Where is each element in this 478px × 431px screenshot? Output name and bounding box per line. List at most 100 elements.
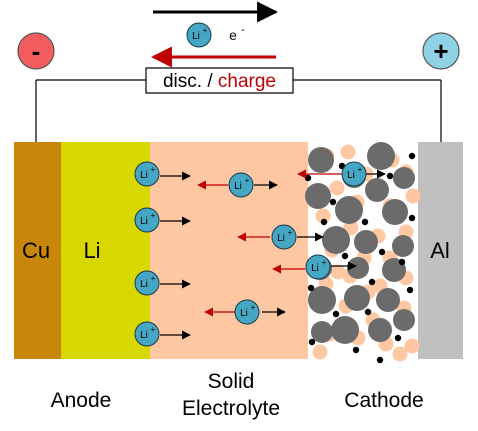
cathode-caption: Cathode (344, 389, 423, 412)
li-ion-charge: + (245, 176, 250, 185)
carbon-additive-dot (320, 218, 328, 226)
active-material-particle (368, 318, 392, 342)
electrolyte-grain (404, 338, 420, 354)
carbon-additive-dot (307, 284, 315, 292)
li-ion-label: Li (140, 216, 148, 227)
aluminum-label: Al (430, 238, 450, 263)
active-material-particle (344, 285, 370, 311)
active-material-particle (365, 178, 389, 202)
li-ion-label: Li (277, 233, 285, 244)
carbon-additive-dot (352, 346, 360, 354)
charge-label: charge (218, 71, 276, 92)
li-ion-label: Li (140, 279, 148, 290)
aluminum-current-collector (418, 142, 463, 359)
li-ion-charge: + (288, 228, 293, 237)
carbon-additive-dot (398, 258, 406, 266)
ion-migration: Li+Li+Li+Li+Li+Li+Li+Li+Li+ (134, 161, 386, 347)
carbon-additive-dot (376, 356, 384, 364)
li-ion: Li+ (134, 207, 160, 233)
negative-terminal-label: - (32, 36, 41, 66)
carbon-additive-dot (364, 308, 372, 316)
lithium-anode-layer (61, 142, 150, 359)
active-material-particle (392, 235, 414, 257)
carbon-additive-dot (408, 214, 416, 222)
carbon-additive-dot (361, 218, 369, 226)
carbon-additive-dot (368, 278, 376, 286)
li-ion-charge: + (151, 211, 156, 220)
carbon-additive-dot (408, 152, 416, 160)
external-circuit-wire (35, 79, 442, 142)
li-ion-charge: + (151, 165, 156, 174)
electrolyte-grain (392, 346, 408, 362)
active-material-particle (367, 142, 395, 170)
active-material-particle (308, 286, 336, 314)
legend-li-ion-label: Li (192, 31, 200, 42)
electrolyte-grain (405, 188, 421, 204)
lithium-label: Li (83, 238, 100, 263)
li-ion: Li+ (271, 224, 297, 250)
li-ion-label: Li (234, 181, 242, 192)
li-ion: Li+ (234, 299, 260, 325)
li-ion-charge: + (322, 258, 327, 267)
positive-terminal-label: + (433, 36, 448, 66)
electrolyte-caption-line2: Electrolyte (182, 397, 280, 420)
li-ion: Li+ (134, 321, 160, 347)
li-ion-charge: + (151, 274, 156, 283)
legend-li-ion-charge: + (203, 26, 208, 35)
li-ion: Li+ (305, 254, 331, 280)
legend-electron-charge: - (241, 24, 245, 36)
carbon-additive-dot (378, 248, 386, 256)
li-ion-label: Li (140, 330, 148, 341)
negative-terminal: - (17, 32, 55, 70)
li-ion: Li+ (134, 270, 160, 296)
discharge-label: disc. (163, 71, 202, 92)
electrolyte-caption-line1: Solid (208, 370, 255, 393)
active-material-particle (347, 257, 369, 279)
active-material-particle (311, 321, 333, 343)
positive-terminal: + (422, 32, 460, 70)
li-ion: Li+ (341, 161, 367, 187)
electrolyte-grain (330, 264, 346, 280)
li-ion-label: Li (311, 263, 319, 274)
li-ion: Li+ (228, 172, 254, 198)
electrolyte-grain (340, 144, 356, 160)
electrolyte-grain (315, 208, 331, 224)
anode-caption: Anode (51, 389, 112, 412)
li-ion: Li+ (134, 161, 160, 187)
legend-electron-label: e (229, 27, 237, 43)
active-material-particle (308, 147, 334, 173)
carbon-additive-dot (386, 172, 394, 180)
active-material-particle (376, 288, 400, 312)
carbon-additive-dot (332, 310, 340, 318)
carbon-additive-dot (308, 338, 316, 346)
carbon-additive-dot (394, 334, 402, 342)
li-ion-label: Li (347, 170, 355, 181)
li-ion-charge: + (358, 165, 363, 174)
copper-current-collector (14, 142, 61, 359)
copper-label: Cu (22, 238, 50, 263)
active-material-particle (305, 183, 331, 209)
solid-electrolyte-layer (150, 142, 308, 359)
electrolyte-grain (329, 180, 345, 196)
active-material-particle (393, 309, 415, 331)
electrolyte-grain (312, 344, 328, 360)
active-material-particle (335, 196, 363, 224)
active-material-particle (322, 226, 350, 254)
discharge-charge-label: disc. / charge (145, 67, 294, 94)
label-separator: / (202, 71, 218, 92)
carbon-additive-dot (304, 174, 312, 182)
carbon-additive-dot (329, 198, 337, 206)
active-material-particle (393, 167, 415, 189)
active-material-particle (382, 199, 408, 225)
li-ion-label: Li (140, 170, 148, 181)
carbon-additive-dot (406, 286, 414, 294)
active-material-particle (354, 230, 378, 254)
active-material-particle (331, 316, 359, 344)
li-ion-charge: + (251, 303, 256, 312)
li-ion-label: Li (240, 308, 248, 319)
carbon-additive-dot (341, 252, 349, 260)
legend-li-ion: Li + (186, 22, 212, 48)
svg-text:disc. / charge: disc. / charge (163, 71, 276, 92)
li-ion-charge: + (151, 325, 156, 334)
